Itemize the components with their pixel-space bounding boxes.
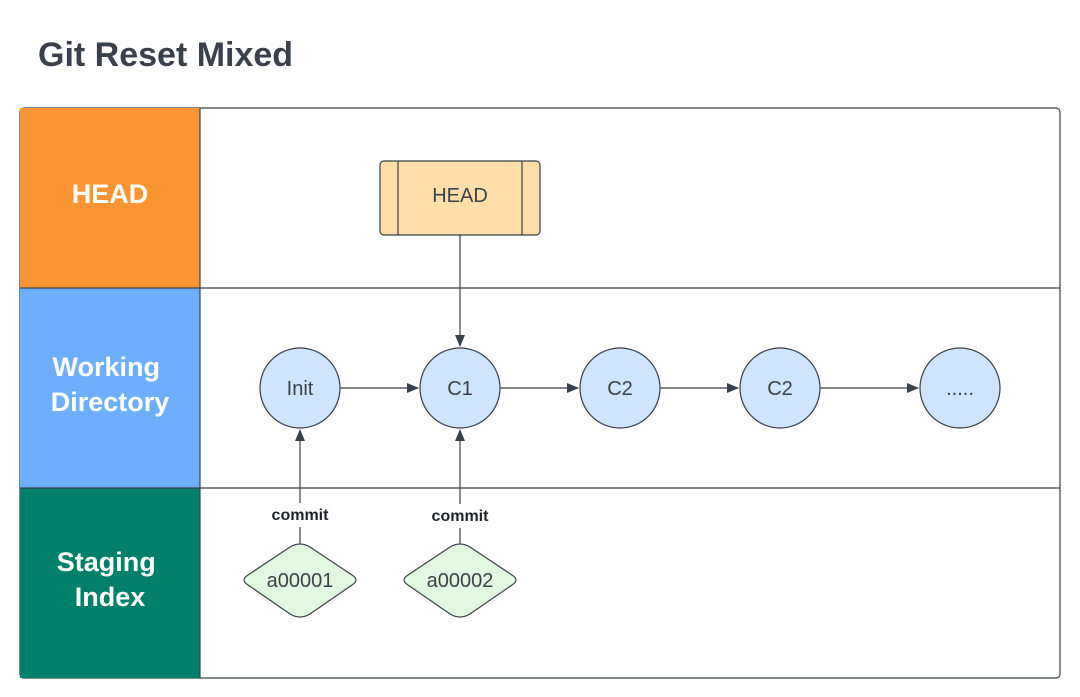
- staging-label: a00001: [267, 570, 334, 592]
- head-pointer-box: HEAD: [379, 160, 541, 236]
- edge-label-commit-2: commit: [432, 508, 490, 525]
- commit-node-ellipsis: .....: [919, 347, 1001, 429]
- lane-working-label: Working Directory: [51, 352, 170, 417]
- commit-node-c1: C1: [419, 347, 501, 429]
- lane-staging-label: Staging Index: [57, 547, 164, 612]
- staging-node-a00001: a00001: [243, 543, 357, 618]
- commit-label: C1: [447, 378, 473, 400]
- commit-label: .....: [946, 378, 974, 400]
- commit-label: Init: [287, 378, 314, 400]
- commit-node-init: Init: [259, 347, 341, 429]
- page-title: Git Reset Mixed: [38, 36, 294, 74]
- edge-label-bg: [266, 503, 334, 527]
- commit-node-c2: C2: [579, 347, 661, 429]
- head-pointer-label: HEAD: [432, 185, 488, 207]
- lane-working-cell: [20, 288, 200, 488]
- edge-label-commit-1: commit: [272, 507, 330, 524]
- lane-head-cell: [20, 108, 200, 288]
- edge-label-bg: [426, 504, 494, 528]
- commit-label: C2: [767, 378, 793, 400]
- staging-node-a00002: a00002: [403, 543, 517, 618]
- lane-head-label: HEAD: [72, 179, 149, 209]
- commit-label: C2: [607, 378, 633, 400]
- lane-staging-cell: [20, 488, 200, 678]
- commit-node-c2-second: C2: [739, 347, 821, 429]
- staging-label: a00002: [427, 570, 494, 592]
